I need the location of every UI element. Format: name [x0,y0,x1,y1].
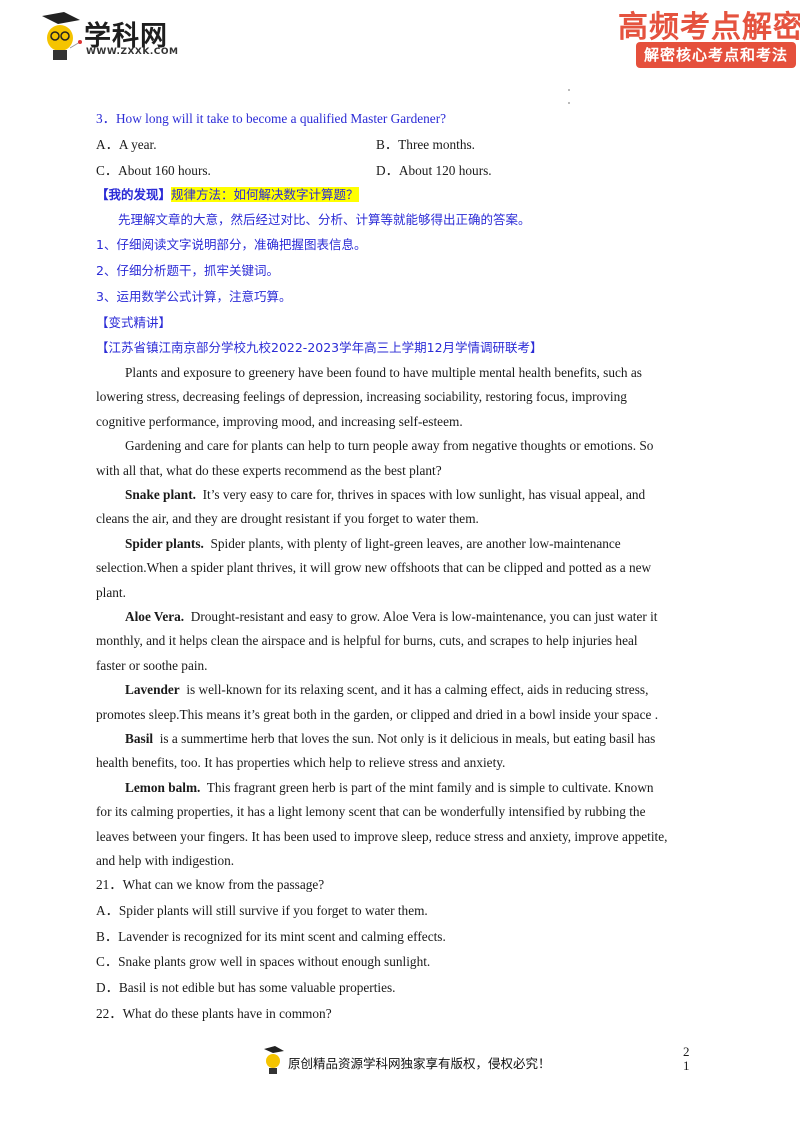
passage-line: selection.When a spider plant thrives, i… [96,559,651,577]
plant-name: Aloe Vera. [125,609,185,624]
mascot-icon [42,12,82,60]
passage-text: cognitive performance, improving mood, a… [96,413,463,429]
plant-name: Snake plant. [125,487,196,502]
answer-option: B．Lavender is recognized for its mint sc… [96,928,446,944]
discovery-tip-2: 2、仔细分析题干，抓牢关键词。 [96,263,279,278]
answer-option: C．Snake plants grow well in spaces witho… [96,954,431,970]
passage-line: Lemon balm. This fragrant green herb is … [125,779,654,797]
decorative-dot [568,89,570,91]
option-label: D． [376,163,399,178]
footer-mascot-icon [262,1046,286,1081]
passage-line: Lavender is well-known for its relaxing … [125,681,648,699]
option-label: C． [96,163,119,178]
option-text: About 120 hours. [398,163,492,178]
passage-line: Spider plants. Spider plants, with plent… [125,535,621,553]
page-number-bottom: 1 [683,1058,690,1073]
passage-line: cognitive performance, improving mood, a… [96,413,463,431]
passage-text: is well-known for its relaxing scent, an… [179,682,649,698]
passage-text: It’s very easy to care for, thrives in s… [195,487,646,502]
passage-line: Plants and exposure to greenery have bee… [125,364,642,382]
passage-line: health benefits, too. It has properties … [96,754,505,772]
passage-text: plant. [96,584,126,600]
q3-option-b: B．Three months. [376,136,475,154]
question-stem: 22．What do these plants have in common? [96,1006,332,1021]
passage-text: faster or soothe pain. [96,657,208,673]
logo-url: WWW.ZXXK.COM [86,47,179,57]
passage-text: promotes sleep.This means it’s great bot… [96,706,659,722]
passage-text: health benefits, too. It has properties … [96,755,506,771]
option-label: A． [96,137,119,152]
banner-subtitle: 解密核心考点和考法 [636,42,797,68]
passage-text: cleans the air, and they are drought res… [96,511,479,527]
passage-line: Aloe Vera. Drought-resistant and easy to… [125,608,657,626]
discovery-tag: 【我的发现】 [96,187,172,202]
question-stem: 21．What can we know from the passage? [96,877,325,892]
passage-text: Drought-resistant and easy to grow. Aloe… [184,609,658,624]
copyright-notice: 原创精品资源学科网独家享有版权，侵权必究！ [288,1056,551,1071]
plant-name: Lemon balm. [125,779,201,795]
variant-source: 【江苏省镇江南京部分学校九校2022-2023学年高三上学期12月学情调研联考】 [96,340,543,355]
passage-line: for its calming properties, it has a lig… [96,803,645,821]
discovery-tip-1: 1、仔细阅读文字说明部分，准确把握图表信息。 [96,237,367,252]
passage-text: This fragrant green herb is part of the … [200,779,654,795]
option-text: A year. [118,137,157,152]
passage-text: is a summertime herb that loves the sun.… [153,731,656,746]
passage-text: Spider plants, with plenty of light-gree… [203,535,621,551]
passage-line: faster or soothe pain. [96,657,208,675]
decorative-dot [568,102,570,104]
passage-line: plant. [96,584,126,602]
logo-text: 学科网 [84,21,168,52]
discovery-heading: 【我的发现】规律方法：如何解决数字计算题？ [96,186,359,204]
q3-option-a: A．A year. [96,136,157,154]
passage-text: Plants and exposure to greenery have bee… [125,365,642,380]
passage-text: leaves between your fingers. It has been… [96,828,668,844]
plant-name: Spider plants. [125,535,204,551]
variant-tag: 【变式精讲】 [96,315,172,330]
plant-name: Lavender [125,682,180,698]
passage-line: leaves between your fingers. It has been… [96,828,667,846]
passage-line: Basil is a summertime herb that loves th… [125,730,655,748]
passage-line: lowering stress, decreasing feelings of … [96,388,627,406]
passage-line: with all that, what do these experts rec… [96,462,442,480]
passage-line: Gardening and care for plants can help t… [125,437,653,455]
passage-line: and help with indigestion. [96,852,234,870]
answer-option: D．Basil is not edible but has some valua… [96,980,396,996]
passage-text: selection.When a spider plant thrives, i… [96,560,652,576]
zxxk-logo [40,12,190,64]
banner-title: 高频考点解密 [618,10,800,45]
option-text: Three months. [398,137,475,152]
passage-line: promotes sleep.This means it’s great bot… [96,706,658,724]
passage-text: and help with indigestion. [96,853,235,868]
plant-name: Basil [125,731,154,746]
discovery-intro: 先理解文章的大意，然后经过对比、分析、计算等就能够得出正确的答案。 [118,212,531,227]
option-label: B． [376,137,399,152]
discovery-tip-3: 3、运用数学公式计算，注意巧算。 [96,289,292,304]
passage-line: cleans the air, and they are drought res… [96,510,479,528]
page-number-top: 2 [683,1044,690,1059]
passage-line: monthly, and it helps clean the airspace… [96,632,638,650]
passage-text: monthly, and it helps clean the airspace… [96,633,638,649]
q3-option-c: C．About 160 hours. [96,162,211,180]
passage-text: Gardening and care for plants can help t… [125,438,654,454]
answer-option: A．Spider plants will still survive if yo… [96,902,428,918]
passage-text: lowering stress, decreasing feelings of … [96,389,627,405]
question-3-stem: 3．How long will it take to become a qual… [96,111,447,126]
passage-line: Snake plant. It’s very easy to care for,… [125,486,645,504]
passage-text: for its calming properties, it has a lig… [96,804,646,820]
discovery-highlight: 规律方法：如何解决数字计算题？ [171,187,359,202]
q3-option-d: D．About 120 hours. [376,162,492,180]
passage-text: with all that, what do these experts rec… [96,462,442,478]
option-text: About 160 hours. [118,163,211,178]
